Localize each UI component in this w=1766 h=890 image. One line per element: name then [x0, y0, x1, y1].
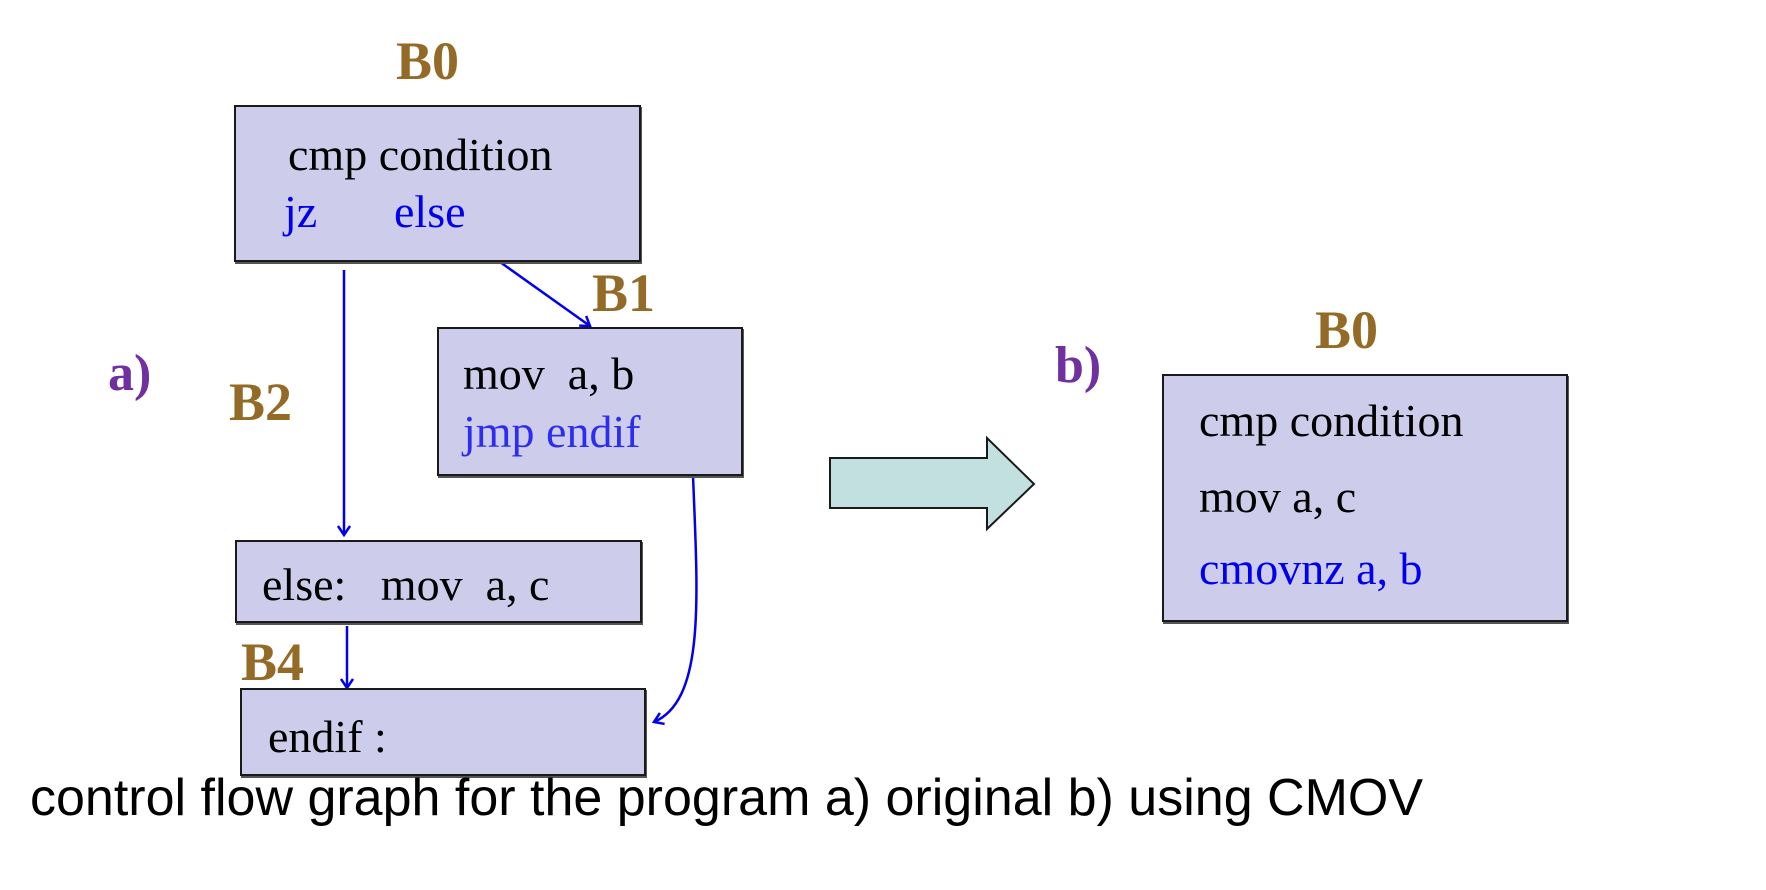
block-label-b1: B1: [592, 263, 656, 323]
basic-block-b2: else: mov a, c: [235, 540, 642, 623]
instruction-cmovnz: cmovnz a, b: [1199, 543, 1423, 594]
instruction-cmp: cmp condition: [1199, 395, 1464, 446]
part-label-b: b): [1055, 337, 1102, 394]
instruction-cmp: cmp condition: [288, 129, 553, 180]
instruction-jz: jz: [284, 186, 318, 237]
instruction-jmp: jmp endif: [463, 406, 641, 457]
edge-b1-to-b4: [654, 475, 698, 722]
instruction-jz-target: else: [394, 186, 466, 237]
edge-b0-to-b1: [499, 260, 590, 326]
instruction-endif: endif :: [268, 711, 387, 762]
block-label-b2: B2: [229, 372, 293, 432]
basic-block-b0: cmp condition jz else: [234, 105, 641, 262]
part-label-a: a): [108, 345, 152, 402]
basic-block-b0-cmov: cmp condition mov a, c cmovnz a, b: [1162, 374, 1568, 622]
instruction-mov-ab: mov a, b: [463, 348, 635, 399]
basic-block-b1: mov a, b jmp endif: [437, 327, 743, 476]
block-label-b0: B0: [396, 31, 460, 91]
block-label-b4: B4: [241, 632, 305, 692]
basic-block-b4: endif :: [240, 688, 646, 776]
instruction-else-mov-ac: else: mov a, c: [262, 559, 550, 610]
figure-caption: control flow graph for the program a) or…: [30, 769, 1424, 827]
instruction-mov-ac: mov a, c: [1199, 471, 1357, 522]
block-label-b0-cmov: B0: [1315, 300, 1379, 360]
right-arrow-icon: [829, 435, 1036, 532]
